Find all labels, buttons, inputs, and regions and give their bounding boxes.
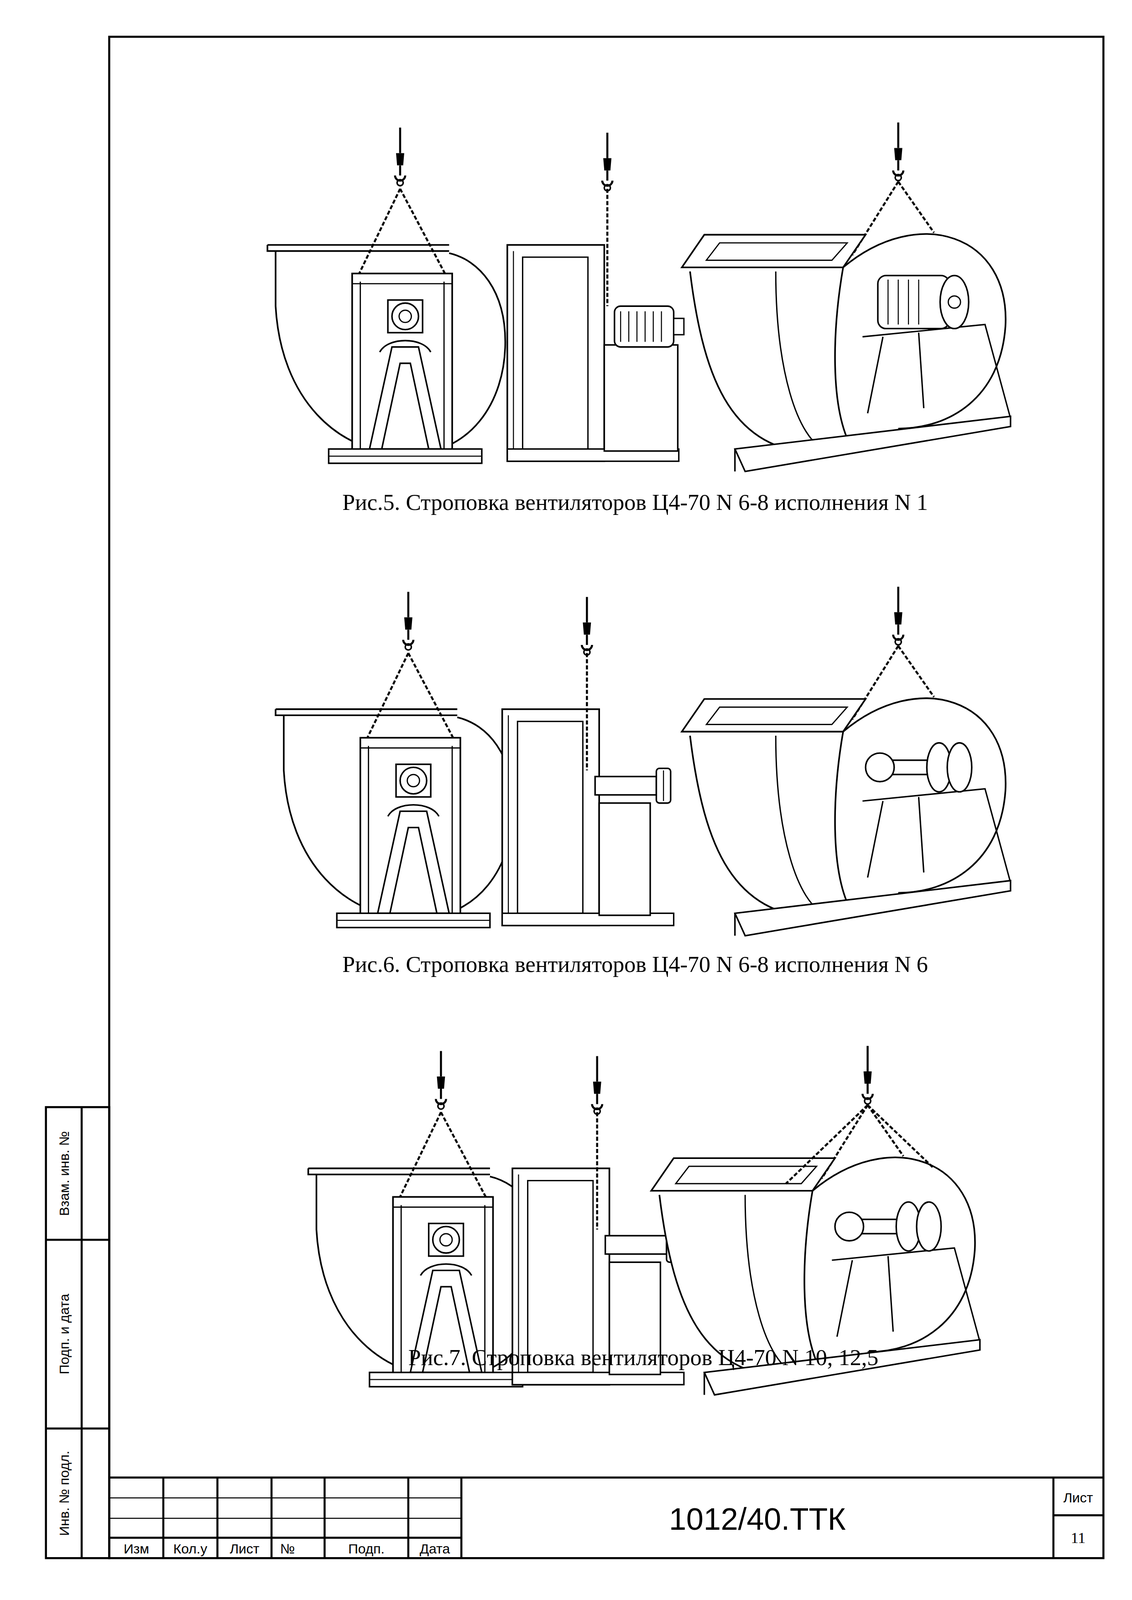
column-header: Дата [419,1541,450,1557]
column-header: Лист [229,1541,260,1557]
column-header: Кол.у [173,1541,208,1557]
sheet-label: Лист [1063,1490,1093,1506]
figure-caption: Рис.5. Строповка вентиляторов Ц4-70 N 6-… [342,490,929,516]
column-header: № [280,1541,295,1557]
column-header: Подп. [348,1541,385,1557]
stamp-label: Инв. № подл. [56,1451,72,1537]
stamp-label: Взам. инв. № [56,1131,72,1217]
document-code: 1012/40.ТТК [668,1502,846,1537]
figure-caption: Рис.6. Строповка вентиляторов Ц4-70 N 6-… [342,952,929,978]
figure-caption: Рис.7. Строповка вентиляторов Ц4-70 N 10… [408,1345,879,1371]
stamp-label: Подп. и дата [56,1294,72,1376]
column-header: Изм [123,1541,150,1557]
sheet-number: 11 [1070,1529,1086,1547]
